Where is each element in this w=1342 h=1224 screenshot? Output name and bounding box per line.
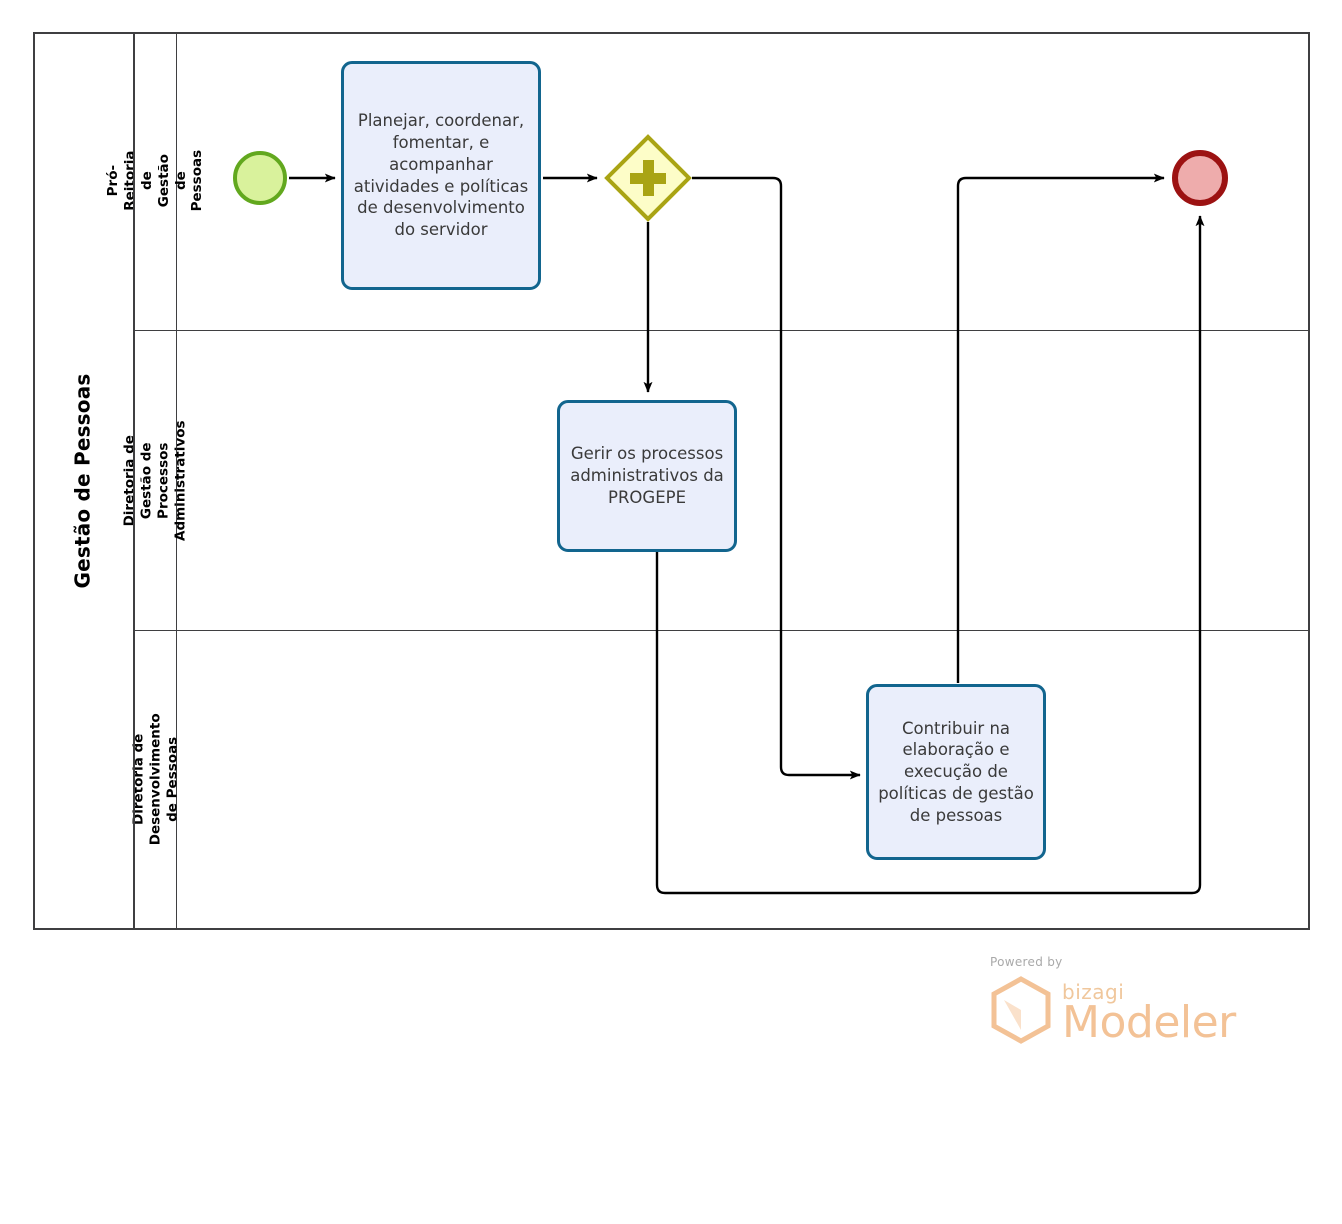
task-planejar-coordenar-fomentar[interactable]: Planejar, coordenar, fomentar, e acompan… [341,61,541,290]
lane-body-3 [177,631,1310,928]
lane-label-3: Diretoria de Desenvolvimento de Pessoas [130,631,180,928]
watermark-product: Modeler [1062,996,1236,1048]
task-3-label: Contribuir na elaboração e execução de p… [878,718,1034,825]
task-contribuir-elaboracao-execucao-politicas[interactable]: Contribuir na elaboração e execução de p… [866,684,1046,860]
watermark-brand: bizagi [1062,979,1125,1004]
task-2-label: Gerir os processos administrativos da PR… [570,444,724,507]
pool-title: Gestão de Pessoas [33,32,135,930]
gateway-plus-icon-vertical [642,160,654,196]
lane-diretoria-de-desenvolvimento-de-pessoas[interactable]: Diretoria de Desenvolvimento de Pessoas [130,631,1310,928]
watermark-powered-by: Powered by [990,955,1063,969]
task-gerir-processos-administrativos[interactable]: Gerir os processos administrativos da PR… [557,400,737,552]
start-event[interactable] [233,151,287,205]
lane-label-2: Diretoria de Gestão de Processos Adminis… [122,331,188,630]
lane-body-2 [177,331,1310,630]
bizagi-watermark: Powered by bizagi Modeler [990,955,1250,1070]
end-event[interactable] [1172,150,1228,206]
task-1-label: Planejar, coordenar, fomentar, e acompan… [353,111,529,240]
pool-title-text: Gestão de Pessoas [71,373,95,589]
bizagi-hexagon-icon [991,976,1051,1044]
parallel-gateway[interactable] [604,134,692,222]
lane-label-1: Pró-Reitoria de Gestão de Pessoas [105,32,205,330]
lane-label-3-text: Diretoria de Desenvolvimento de Pessoas [130,713,180,846]
lane-pro-reitoria-de-gestao-de-pessoas[interactable]: Pró-Reitoria de Gestão de Pessoas [105,32,1310,331]
